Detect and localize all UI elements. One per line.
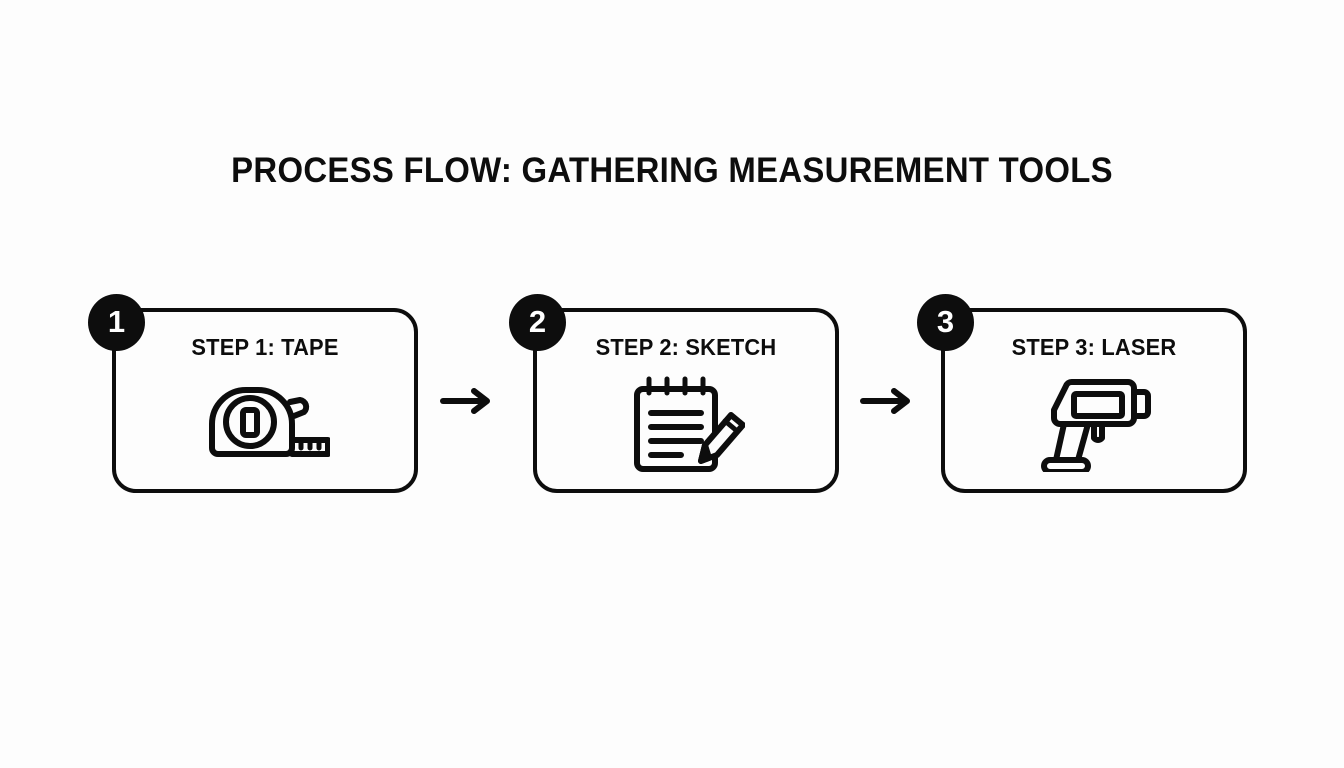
step-number-badge-1: 1 (88, 294, 145, 351)
flow-step-3[interactable]: STEP 3: LASER 3 (917, 294, 1257, 504)
step-number-3: 3 (936, 304, 955, 339)
step-number-1: 1 (107, 304, 126, 339)
step-label-2: STEP 2: SKETCH (595, 334, 777, 360)
step-number-badge-2: 2 (509, 294, 566, 351)
step-card-1[interactable] (112, 308, 418, 493)
flow-step-1[interactable]: STEP 1: TAPE 1 (88, 294, 428, 504)
step-label-3: STEP 3: LASER (1011, 334, 1177, 360)
arrow-right-icon-2 (860, 388, 916, 414)
page-title: PROCESS FLOW: GATHERING MEASUREMENT TOOL… (231, 151, 1113, 190)
laser-measure-gun-icon (941, 372, 1247, 476)
flow-step-2[interactable]: STEP 2: SKETCH 2 (509, 294, 849, 504)
step-card-2[interactable] (533, 308, 839, 493)
step-card-3[interactable] (941, 308, 1247, 493)
step-number-2: 2 (528, 304, 547, 339)
arrow-right-icon-1 (440, 388, 496, 414)
notepad-pencil-icon (533, 372, 839, 476)
tape-measure-icon (112, 372, 418, 476)
process-flow-row: STEP 1: TAPE 1 (0, 294, 1344, 504)
step-number-badge-3: 3 (917, 294, 974, 351)
step-label-1: STEP 1: TAPE (191, 334, 339, 360)
